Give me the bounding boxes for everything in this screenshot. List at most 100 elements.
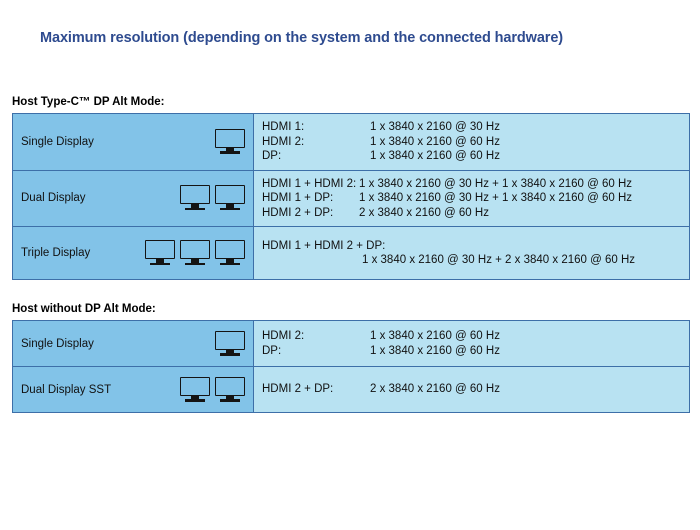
monitor-neck bbox=[226, 259, 234, 263]
resolution-line: HDMI 2: 1 x 3840 x 2160 @ 60 Hz bbox=[262, 135, 689, 150]
monitor-icon-group bbox=[145, 240, 245, 266]
monitor-icon bbox=[180, 240, 210, 266]
monitor-icon bbox=[215, 128, 245, 155]
monitor-icon bbox=[145, 240, 175, 266]
display-mode-cell: Single Display bbox=[12, 320, 254, 367]
monitor-neck bbox=[156, 259, 164, 263]
resolution-line: HDMI 1 + HDMI 2 + DP: bbox=[262, 239, 689, 254]
resolution-line: HDMI 2: 1 x 3840 x 2160 @ 60 Hz bbox=[262, 329, 689, 344]
resolution-value: 1 x 3840 x 2160 @ 30 Hz + 1 x 3840 x 216… bbox=[359, 177, 633, 190]
display-mode-inner: Single Display bbox=[13, 321, 253, 366]
port-label: DP: bbox=[262, 344, 282, 357]
resolution-cell: HDMI 1 + HDMI 2:1 x 3840 x 2160 @ 30 Hz … bbox=[253, 170, 690, 227]
resolution-line: HDMI 1: 1 x 3840 x 2160 @ 30 Hz bbox=[262, 120, 689, 135]
monitor-icon bbox=[215, 240, 245, 266]
monitor-base bbox=[150, 262, 170, 266]
resolution-value: 1 x 3840 x 2160 @ 30 Hz + 1 x 3840 x 216… bbox=[359, 192, 633, 204]
resolution-line: HDMI 2 + DP: 2 x 3840 x 2160 @ 60 Hz bbox=[262, 206, 689, 221]
port-label: DP: bbox=[262, 150, 282, 162]
resolution-value: 1 x 3840 x 2160 @ 60 Hz bbox=[370, 135, 500, 148]
display-mode-label: Single Display bbox=[21, 135, 94, 148]
monitor-base bbox=[185, 399, 205, 402]
monitor-icon bbox=[215, 330, 245, 357]
display-mode-inner: Dual Display SST bbox=[13, 367, 253, 412]
section-without-dp-alt-mode: Host without DP Alt Mode: Single Display… bbox=[12, 303, 690, 413]
port-label: HDMI 2: bbox=[262, 330, 305, 342]
section-heading: Host Type-C™ DP Alt Mode: bbox=[12, 96, 165, 108]
monitor-base bbox=[185, 207, 205, 211]
display-mode-cell: Single Display bbox=[12, 113, 254, 170]
monitor-neck bbox=[226, 147, 234, 152]
display-mode-cell: Dual Display SST bbox=[12, 366, 254, 413]
monitor-screen bbox=[215, 330, 245, 350]
resolution-value: 1 x 3840 x 2160 @ 30 Hz + 2 x 3840 x 216… bbox=[362, 254, 636, 266]
resolution-value: 2 x 3840 x 2160 @ 60 Hz bbox=[359, 206, 489, 219]
table-row: Single Display HDMI 1: 1 x 3840 x 2160 @ 3… bbox=[12, 113, 690, 170]
port-label: HDMI 2: bbox=[262, 135, 305, 148]
monitor-neck bbox=[191, 259, 199, 263]
monitor-icon-group bbox=[180, 376, 245, 403]
port-label: HDMI 1: bbox=[262, 121, 305, 133]
resolution-line: HDMI 2 + DP: 2 x 3840 x 2160 @ 60 Hz bbox=[262, 382, 689, 397]
display-mode-cell: Triple Display bbox=[12, 226, 254, 280]
resolution-line: DP: 1 x 3840 x 2160 @ 60 Hz bbox=[262, 344, 689, 359]
port-label: HDMI 1 + HDMI 2: bbox=[262, 177, 357, 190]
monitor-icon bbox=[180, 185, 210, 211]
display-mode-inner: Triple Display bbox=[13, 227, 253, 279]
monitor-icon bbox=[180, 376, 210, 403]
resolution-value: 1 x 3840 x 2160 @ 60 Hz bbox=[370, 344, 500, 357]
monitor-screen bbox=[215, 376, 245, 396]
port-label: HDMI 2 + DP: bbox=[262, 383, 334, 396]
display-mode-cell: Dual Display bbox=[12, 170, 254, 227]
resolution-cell: HDMI 1 + HDMI 2 + DP:1 x 3840 x 2160 @ 3… bbox=[253, 226, 690, 280]
resolution-cell: HDMI 2 + DP: 2 x 3840 x 2160 @ 60 Hz bbox=[253, 366, 690, 413]
monitor-neck bbox=[191, 395, 199, 399]
monitor-screen bbox=[180, 185, 210, 205]
monitor-screen bbox=[215, 128, 245, 148]
display-mode-label: Single Display bbox=[21, 337, 94, 350]
monitor-icon-group bbox=[215, 330, 245, 357]
section-heading: Host without DP Alt Mode: bbox=[12, 303, 156, 315]
resolution-value: 1 x 3840 x 2160 @ 30 Hz bbox=[370, 121, 500, 133]
resolution-table-type-c: Single Display HDMI 1: 1 x 3840 x 2160 @ 3… bbox=[12, 113, 690, 280]
table-body: Single Display HDMI 1: 1 x 3840 x 2160 @ 3… bbox=[12, 113, 690, 280]
monitor-neck bbox=[226, 204, 234, 208]
resolution-table-no-alt-mode: Single Display HDMI 2: 1 x 3840 x 2160 @ 6… bbox=[12, 320, 690, 413]
table-body: Single Display HDMI 2: 1 x 3840 x 2160 @ 6… bbox=[12, 320, 690, 413]
resolution-line: HDMI 1 + HDMI 2:1 x 3840 x 2160 @ 30 Hz … bbox=[262, 177, 689, 192]
resolution-line: DP: 1 x 3840 x 2160 @ 60 Hz bbox=[262, 149, 689, 164]
monitor-base bbox=[220, 151, 240, 154]
monitor-base bbox=[220, 207, 240, 211]
monitor-icon-group bbox=[180, 185, 245, 211]
monitor-icon bbox=[215, 376, 245, 403]
monitor-screen bbox=[180, 240, 210, 259]
resolution-line: HDMI 1 + DP:1 x 3840 x 2160 @ 30 Hz + 1 … bbox=[262, 191, 689, 206]
display-mode-inner: Dual Display bbox=[13, 172, 253, 224]
display-mode-label: Dual Display SST bbox=[21, 383, 112, 396]
monitor-base bbox=[185, 262, 205, 266]
port-label: HDMI 2 + DP: bbox=[262, 206, 334, 219]
monitor-screen bbox=[215, 240, 245, 259]
monitor-screen bbox=[180, 376, 210, 396]
monitor-screen bbox=[215, 185, 245, 205]
resolution-cell: HDMI 1: 1 x 3840 x 2160 @ 30 Hz HDMI 2: 1 x… bbox=[253, 113, 690, 170]
resolution-value: 1 x 3840 x 2160 @ 60 Hz bbox=[370, 330, 500, 342]
monitor-base bbox=[220, 353, 240, 356]
display-mode-label: Dual Display bbox=[21, 192, 86, 205]
section-type-c-dp-alt-mode: Host Type-C™ DP Alt Mode: Single Display… bbox=[12, 96, 690, 280]
page-title: Maximum resolution (depending on the sys… bbox=[40, 30, 564, 46]
monitor-icon bbox=[215, 185, 245, 211]
table-row: Dual Display HDMI 1 + HDMI 2:1 x 3840 x 2… bbox=[12, 170, 690, 227]
resolution-value: 2 x 3840 x 2160 @ 60 Hz bbox=[370, 383, 500, 396]
monitor-icon-group bbox=[215, 128, 245, 155]
table-row: Dual Display SST HDMI 2 + DP: 2 x 3840 x 2… bbox=[12, 366, 690, 413]
resolution-line: 1 x 3840 x 2160 @ 30 Hz + 2 x 3840 x 216… bbox=[262, 253, 689, 268]
resolution-value: 1 x 3840 x 2160 @ 60 Hz bbox=[370, 150, 500, 162]
monitor-neck bbox=[226, 395, 234, 399]
display-mode-inner: Single Display bbox=[13, 116, 253, 168]
monitor-screen bbox=[145, 240, 175, 259]
monitor-neck bbox=[191, 204, 199, 208]
table-row: Single Display HDMI 2: 1 x 3840 x 2160 @ 6… bbox=[12, 320, 690, 367]
monitor-base bbox=[220, 399, 240, 402]
